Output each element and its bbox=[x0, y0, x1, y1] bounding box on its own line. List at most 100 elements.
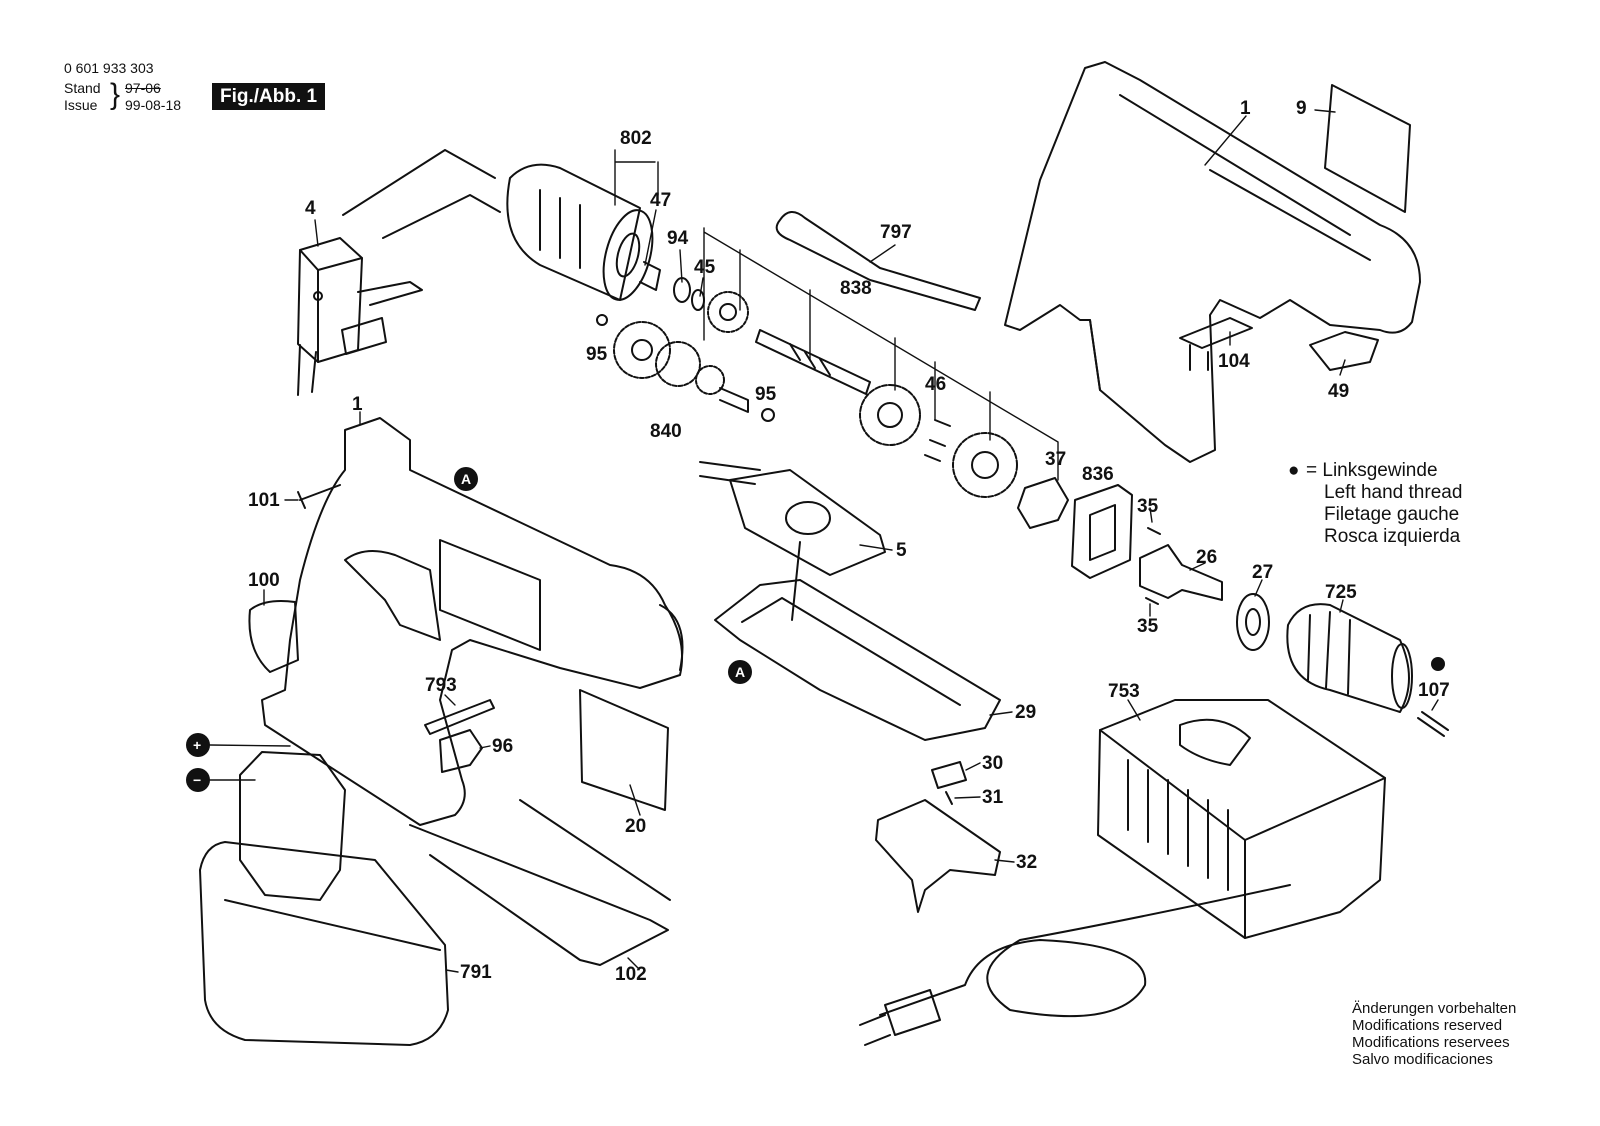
spindle-part-26 bbox=[1139, 544, 1223, 601]
screw-part-101 bbox=[297, 484, 341, 509]
minus-terminal-icon: − bbox=[186, 768, 210, 792]
callout-1-top: 1 bbox=[1240, 98, 1251, 119]
callout-29: 29 bbox=[1015, 702, 1036, 723]
cable-part-102 bbox=[409, 799, 671, 966]
callout-96: 96 bbox=[492, 736, 513, 757]
modifications-fr: Modifications reservees bbox=[1352, 1034, 1510, 1051]
callout-4: 4 bbox=[305, 198, 316, 219]
battery-pack-791 bbox=[199, 751, 449, 1046]
callout-47: 47 bbox=[650, 190, 671, 211]
small-gear-838 bbox=[707, 291, 749, 333]
legend-line-1: = Linksgewinde bbox=[1306, 460, 1438, 481]
callout-107: 107 bbox=[1418, 680, 1450, 701]
callout-104: 104 bbox=[1218, 351, 1250, 372]
pins-46 bbox=[924, 419, 951, 462]
motor-part-802 bbox=[506, 163, 661, 301]
callout-9: 9 bbox=[1296, 98, 1307, 119]
leader-lines bbox=[209, 109, 1439, 973]
legend-line-3: Filetage gauche bbox=[1324, 504, 1460, 525]
callout-32: 32 bbox=[1016, 852, 1037, 873]
callout-27: 27 bbox=[1252, 562, 1273, 583]
modifications-de: Änderungen vorbehalten bbox=[1352, 1000, 1517, 1017]
plug bbox=[859, 989, 941, 1046]
modifications-es: Salvo modificaciones bbox=[1352, 1051, 1493, 1068]
cover-part-29 bbox=[714, 541, 1001, 741]
legend-line-4: Rosca izquierda bbox=[1324, 526, 1461, 547]
power-cord bbox=[879, 884, 1291, 1018]
bit-holder-96 bbox=[439, 729, 483, 773]
pins-35 bbox=[1145, 527, 1161, 605]
bearing-plate-836 bbox=[1071, 484, 1133, 579]
figure-label: Fig./Abb. 1 bbox=[212, 83, 326, 110]
spring-part-31 bbox=[945, 791, 953, 805]
coupling-part-37 bbox=[1017, 477, 1069, 529]
reference-marker-a-bottom: A bbox=[728, 660, 752, 684]
callout-840: 840 bbox=[650, 421, 682, 442]
callout-753: 753 bbox=[1108, 681, 1140, 702]
wrist-strap-797 bbox=[775, 211, 981, 311]
callout-46: 46 bbox=[925, 374, 946, 395]
callout-94: 94 bbox=[667, 228, 689, 249]
callout-838: 838 bbox=[840, 278, 872, 299]
bracket-brace: } bbox=[110, 78, 121, 111]
callout-30: 30 bbox=[982, 753, 1003, 774]
label-sticker-9 bbox=[1324, 84, 1411, 213]
callout-31: 31 bbox=[982, 787, 1004, 808]
chuck-part-725 bbox=[1286, 603, 1413, 713]
gear-838-pair bbox=[859, 384, 1018, 498]
issue-label: Issue bbox=[64, 97, 98, 113]
motor-wires bbox=[342, 149, 501, 239]
callout-35-lower: 35 bbox=[1137, 616, 1159, 637]
nameplate-part-100 bbox=[248, 600, 299, 673]
stand-old-date: 97-06 bbox=[125, 80, 161, 96]
callout-45: 45 bbox=[694, 257, 716, 278]
callout-797: 797 bbox=[880, 222, 912, 243]
callout-802: 802 bbox=[620, 128, 652, 149]
part-30 bbox=[931, 761, 967, 789]
svg-text:A: A bbox=[735, 664, 745, 680]
callout-labels: 802 47 94 45 4 797 838 95 95 840 46 37 8… bbox=[248, 98, 1450, 985]
reference-marker-a-top: A bbox=[454, 467, 478, 491]
callout-102: 102 bbox=[615, 964, 647, 985]
callout-100: 100 bbox=[248, 570, 280, 591]
legend-dot-icon: ● bbox=[1288, 460, 1300, 481]
housing-half-left-1 bbox=[261, 417, 684, 826]
washer-part-45 bbox=[691, 289, 705, 311]
switch-cover-5 bbox=[699, 461, 886, 576]
charger-part-753 bbox=[1097, 699, 1386, 939]
issue-date: 99-08-18 bbox=[125, 97, 182, 113]
legend-line-2: Left hand thread bbox=[1324, 482, 1463, 503]
callout-95-lower: 95 bbox=[755, 384, 777, 405]
label-part-20 bbox=[579, 689, 669, 811]
left-hand-thread-dot-icon bbox=[1431, 657, 1445, 671]
callout-725: 725 bbox=[1325, 582, 1357, 603]
callout-101: 101 bbox=[248, 490, 280, 511]
callout-35-upper: 35 bbox=[1137, 496, 1159, 517]
gear-840-assembly bbox=[596, 314, 775, 422]
callout-49: 49 bbox=[1328, 381, 1349, 402]
contact-holder-32 bbox=[875, 799, 1001, 913]
housing-half-right-1 bbox=[1004, 61, 1421, 463]
callout-37: 37 bbox=[1045, 449, 1066, 470]
clip-part-49 bbox=[1309, 331, 1379, 371]
callout-793: 793 bbox=[425, 675, 457, 696]
callout-95-upper: 95 bbox=[586, 344, 608, 365]
callout-20: 20 bbox=[625, 816, 646, 837]
screw-part-107 bbox=[1417, 711, 1449, 737]
callout-26: 26 bbox=[1196, 547, 1217, 568]
bit-part-793 bbox=[424, 699, 495, 735]
svg-text:+: + bbox=[193, 737, 201, 753]
plus-terminal-icon: + bbox=[186, 733, 210, 757]
callout-836: 836 bbox=[1082, 464, 1114, 485]
modifications-en: Modifications reserved bbox=[1352, 1017, 1503, 1034]
stand-label: Stand bbox=[64, 80, 101, 96]
bearing-part-27 bbox=[1236, 593, 1270, 651]
terminal-part-104 bbox=[1179, 317, 1253, 371]
callout-791: 791 bbox=[460, 962, 492, 983]
callout-1-left: 1 bbox=[352, 394, 363, 415]
svg-text:−: − bbox=[193, 772, 201, 788]
svg-text:A: A bbox=[461, 471, 471, 487]
callout-5: 5 bbox=[896, 540, 907, 561]
switch-part-4 bbox=[297, 237, 423, 396]
